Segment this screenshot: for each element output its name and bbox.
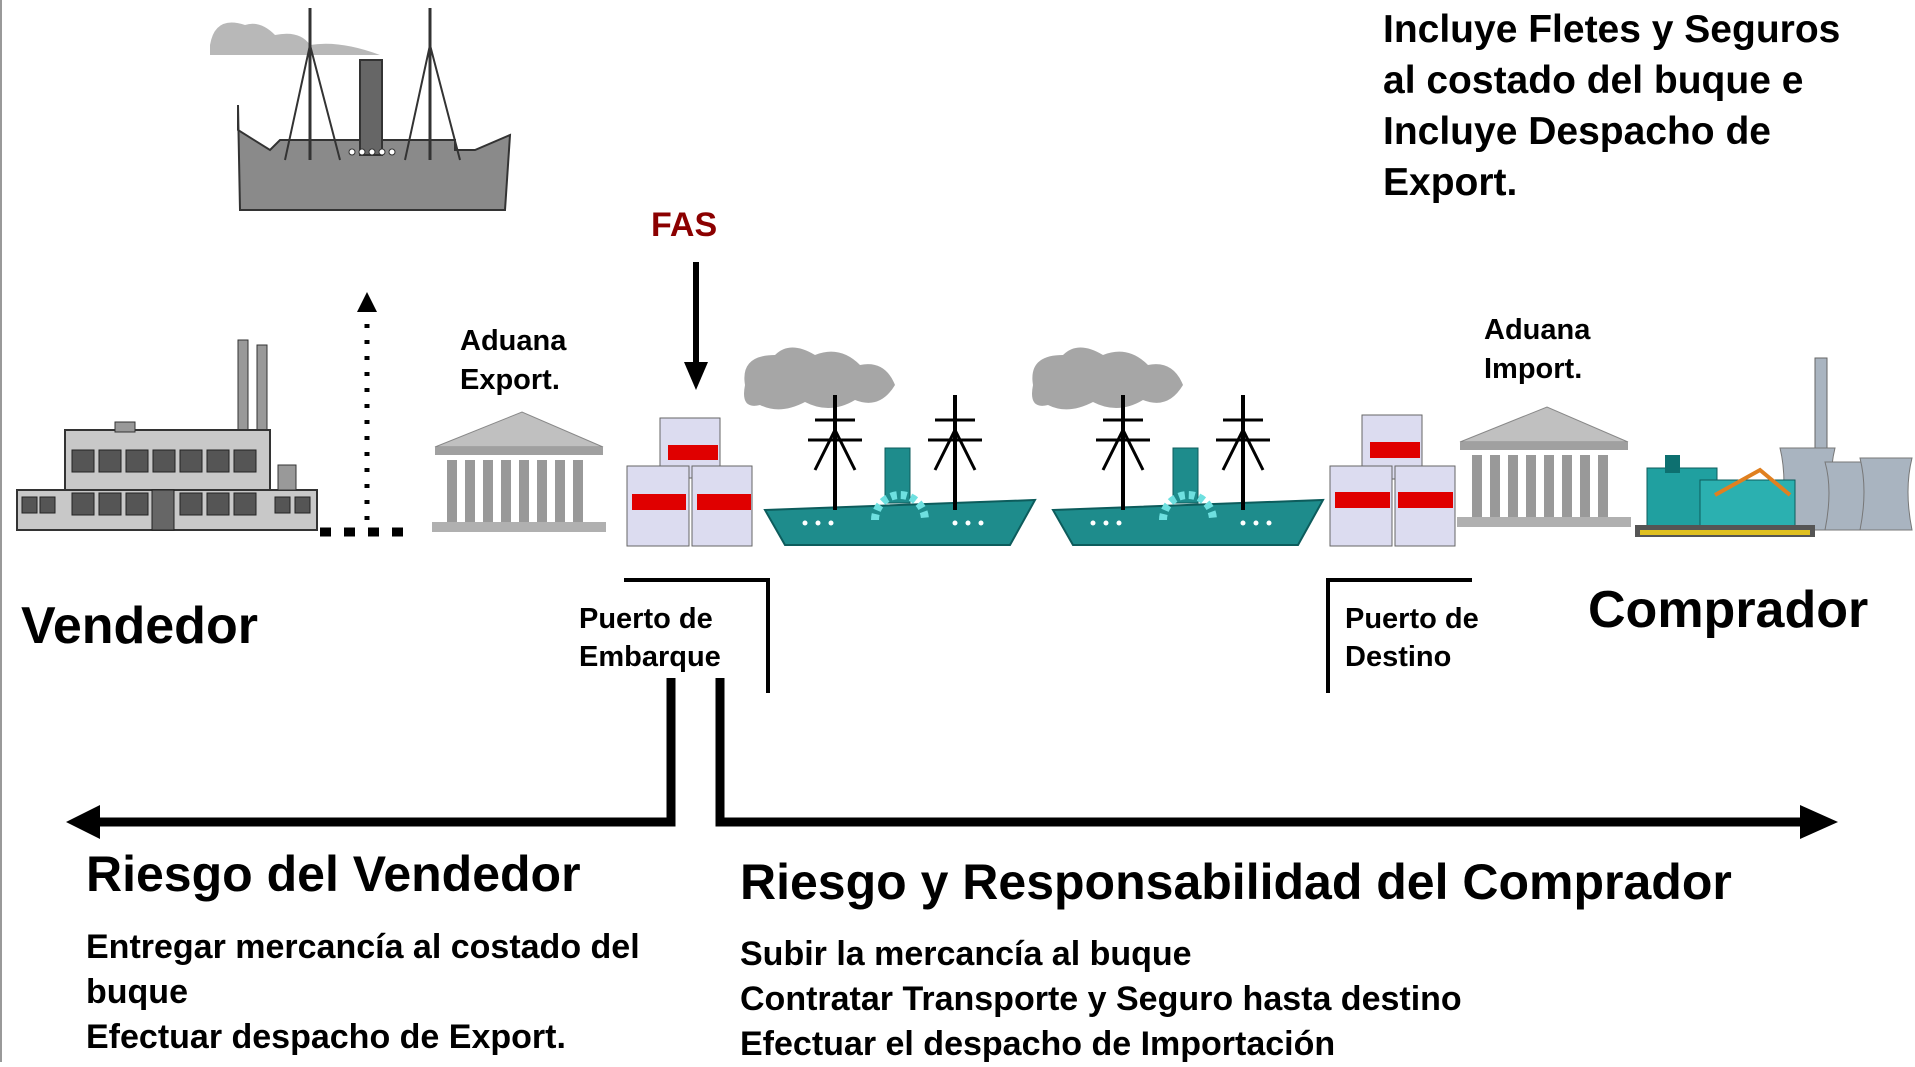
industrial-plant-icon <box>1635 357 1913 537</box>
list-item: Efectuar el despacho de Importación <box>740 1025 1336 1063</box>
puerto-embarque-label: Puerto de Embarque <box>579 600 721 676</box>
customs-import-building-icon <box>1457 406 1631 527</box>
riesgo-vendedor-list: Entregar mercancía al costado del buque … <box>86 925 640 1060</box>
puerto-embarque-line: Puerto de <box>579 603 713 635</box>
list-item: Subir la mercancía al buque <box>740 935 1192 973</box>
list-item: Contratar Transporte y Seguro hasta dest… <box>740 980 1462 1018</box>
puerto-destino-label: Puerto de Destino <box>1345 600 1479 676</box>
aduana-import-line: Import. <box>1484 353 1583 385</box>
down-arrowhead-icon <box>684 362 708 390</box>
riesgo-comprador-list: Subir la mercancía al buque Contratar Tr… <box>740 932 1462 1067</box>
note-line: Export. <box>1383 161 1518 204</box>
aduana-export-label: Aduana Export. <box>460 322 566 400</box>
lifted-ship-icon <box>210 8 512 211</box>
aduana-import-label: Aduana Import. <box>1484 311 1590 389</box>
list-item: Efectuar despacho de Export. <box>86 1018 566 1056</box>
right-arrowhead-icon <box>1800 805 1838 839</box>
aduana-export-line: Export. <box>460 364 560 396</box>
incoterm-note: Incluye Fletes y Seguros al costado del … <box>1383 4 1903 208</box>
puerto-destino-line: Destino <box>1345 641 1452 673</box>
note-line: Incluye Fletes y Seguros <box>1383 8 1841 51</box>
puerto-destino-bracket <box>1326 578 1472 693</box>
up-arrowhead-icon <box>357 292 377 312</box>
riesgo-comprador-title: Riesgo y Responsabilidad del Comprador <box>740 854 1732 910</box>
note-line: Incluye Despacho de <box>1383 110 1771 153</box>
vendedor-label: Vendedor <box>21 597 258 655</box>
riesgo-vendedor-title: Riesgo del Vendedor <box>86 846 581 902</box>
puerto-embarque-line: Embarque <box>579 641 721 673</box>
containers-import-icon <box>1329 414 1456 547</box>
buyer-risk-line <box>715 678 1805 827</box>
left-arrowhead-icon <box>66 805 100 839</box>
teal-ship-2-icon <box>1032 347 1325 546</box>
containers-export-icon <box>626 417 753 547</box>
factory-icon <box>16 339 318 531</box>
list-item: Entregar mercancía al costado del <box>86 928 640 966</box>
puerto-destino-line: Puerto de <box>1345 603 1479 635</box>
seller-risk-line <box>95 678 676 827</box>
fas-label: FAS <box>651 206 718 244</box>
comprador-label: Comprador <box>1588 581 1869 639</box>
aduana-import-line: Aduana <box>1484 314 1591 346</box>
customs-export-building-icon <box>432 411 606 532</box>
list-item: buque <box>86 973 188 1011</box>
aduana-export-line: Aduana <box>460 325 567 357</box>
teal-ship-1-icon <box>744 347 1037 546</box>
puerto-embarque-bracket <box>624 578 770 693</box>
note-line: al costado del buque e <box>1383 59 1804 102</box>
